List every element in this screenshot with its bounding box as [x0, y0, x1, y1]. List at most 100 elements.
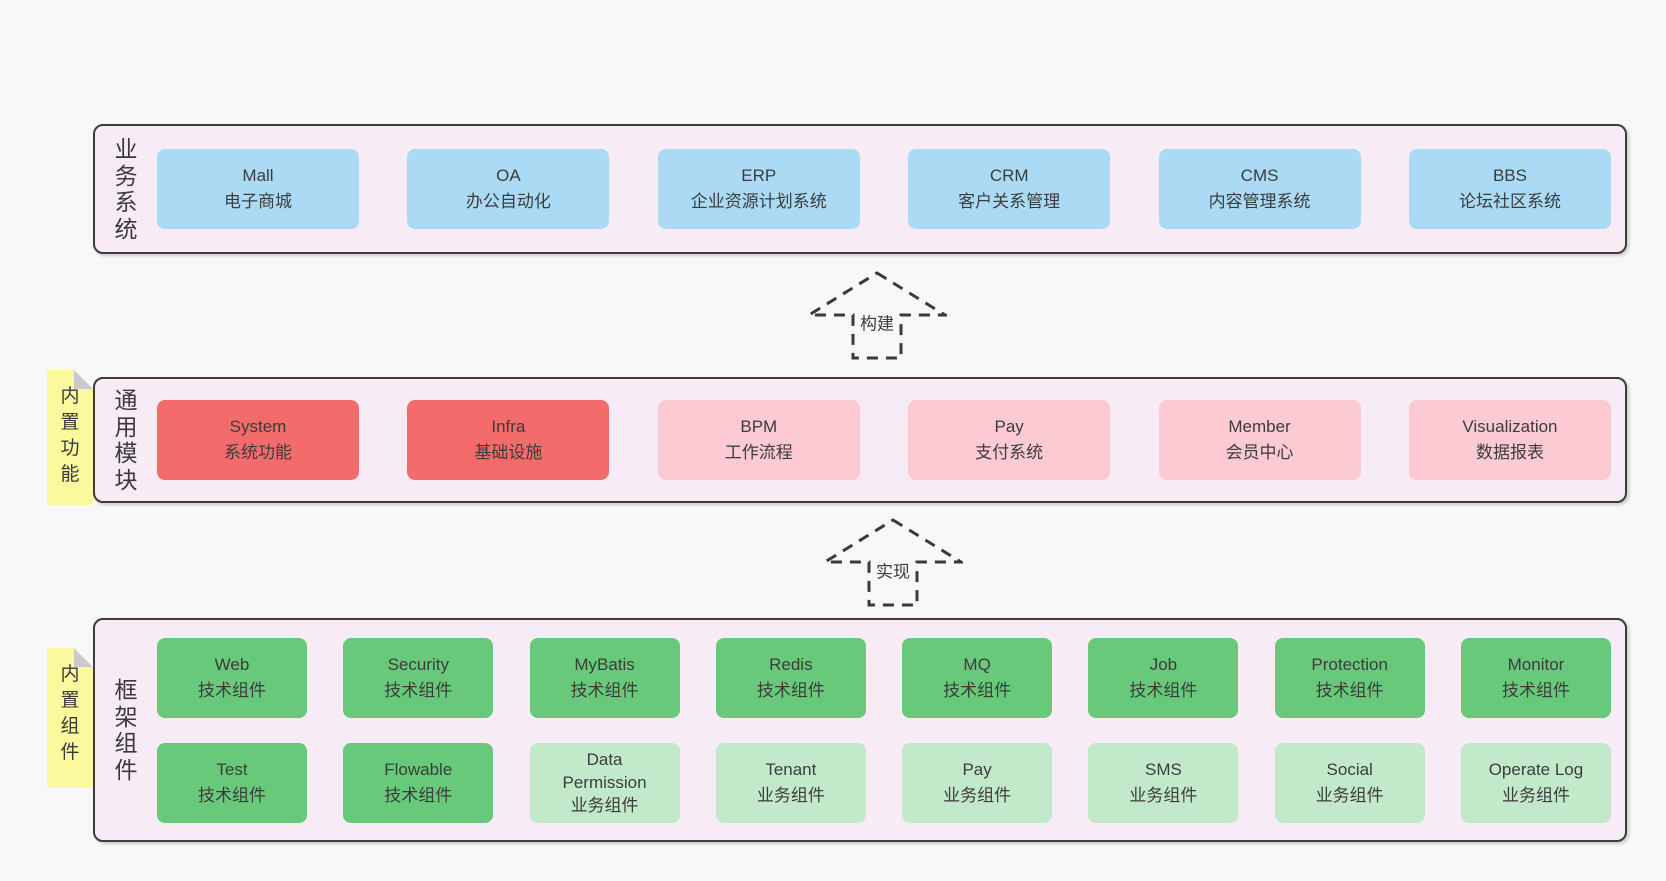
- box-title: BPM: [740, 417, 778, 436]
- box-mybatis: MyBatis 技术组件: [529, 637, 680, 718]
- box-subtitle: 会员中心: [1225, 443, 1294, 462]
- box-subtitle: 业务组件: [1501, 785, 1570, 805]
- panel-label-column: 业务系统: [95, 126, 157, 252]
- box-title: Monitor: [1507, 654, 1565, 674]
- box-crm: CRM 客户关系管理: [908, 149, 1111, 229]
- box-row: System 系统功能 Infra 基础设施 BPM 工作流程 Pay 支付系统…: [157, 400, 1611, 480]
- box-title: Security: [387, 654, 449, 674]
- panel-common-modules-content: System 系统功能 Infra 基础设施 BPM 工作流程 Pay 支付系统…: [157, 379, 1625, 501]
- box-test: Test 技术组件: [157, 742, 307, 823]
- box-mall: Mall 电子商城: [157, 149, 359, 229]
- panel-framework-components-content: Web 技术组件 Security 技术组件 MyBatis 技术组件 Redi…: [157, 620, 1625, 840]
- builtin-components-tag-label: 内置组件: [60, 664, 80, 763]
- box-title: OA: [496, 166, 521, 185]
- box-social: Social 业务组件: [1274, 742, 1425, 823]
- box-subtitle: 工作流程: [724, 443, 793, 462]
- box-subtitle: 技术组件: [570, 680, 639, 700]
- box-subtitle: 技术组件: [756, 680, 825, 700]
- box-pay-module: Pay 支付系统: [908, 400, 1111, 480]
- box-monitor: Monitor 技术组件: [1460, 637, 1611, 718]
- box-title: Web: [214, 654, 250, 674]
- box-infra: Infra 基础设施: [407, 400, 610, 480]
- box-title: MyBatis: [574, 654, 635, 674]
- box-title: Pay: [962, 759, 992, 779]
- panel-business-systems: 业务系统 Mall 电子商城 OA 办公自动化 ERP 企业资源计划系统 CRM: [93, 124, 1627, 254]
- box-subtitle: 基础设施: [474, 443, 543, 462]
- box-mq: MQ 技术组件: [902, 637, 1053, 718]
- box-security: Security 技术组件: [343, 637, 494, 718]
- panel-common-modules: 通用模块 System 系统功能 Infra 基础设施 BPM 工作流程 Pay: [93, 377, 1627, 503]
- box-subtitle: 技术组件: [198, 785, 266, 805]
- box-title: ERP: [741, 166, 777, 185]
- box-row-tech: Web 技术组件 Security 技术组件 MyBatis 技术组件 Redi…: [157, 637, 1611, 718]
- box-subtitle: 系统功能: [224, 443, 292, 462]
- panel-common-modules-label: 通用模块: [114, 387, 138, 493]
- box-subtitle: 数据报表: [1475, 443, 1544, 462]
- folded-corner-icon: [74, 648, 93, 667]
- box-title: Pay: [994, 417, 1024, 436]
- box-title: Operate Log: [1488, 759, 1584, 779]
- box-redis: Redis 技术组件: [715, 637, 866, 718]
- box-sms: SMS 业务组件: [1088, 742, 1239, 823]
- box-subtitle: 技术组件: [943, 680, 1012, 700]
- implement-arrow-icon: [823, 518, 963, 607]
- box-title: Protection: [1311, 654, 1388, 674]
- box-data-permission: Data Permission 业务组件: [529, 742, 680, 823]
- box-system: System 系统功能: [157, 400, 359, 480]
- box-subtitle: 办公自动化: [465, 192, 551, 211]
- builtin-components-tag: 内置组件: [47, 648, 93, 788]
- panel-framework-components: 框架组件 Web 技术组件 Security 技术组件 MyBatis 技术组件…: [93, 618, 1627, 842]
- box-title: Test: [216, 759, 248, 779]
- build-arrow-label: 构建: [857, 308, 897, 336]
- box-subtitle: 业务组件: [570, 796, 639, 815]
- box-oa: OA 办公自动化: [407, 149, 610, 229]
- box-operate-log: Operate Log 业务组件: [1460, 742, 1611, 823]
- box-title: CMS: [1240, 166, 1279, 185]
- panel-business-systems-content: Mall 电子商城 OA 办公自动化 ERP 企业资源计划系统 CRM 客户关系…: [157, 126, 1625, 252]
- box-title: Social: [1326, 759, 1373, 779]
- box-row: Mall 电子商城 OA 办公自动化 ERP 企业资源计划系统 CRM 客户关系…: [157, 149, 1611, 229]
- box-title: MQ: [963, 654, 991, 674]
- box-subtitle: 企业资源计划系统: [690, 192, 827, 211]
- box-row-business: Test 技术组件 Flowable 技术组件 Data Permission …: [157, 742, 1611, 823]
- box-subtitle: 内容管理系统: [1208, 192, 1311, 211]
- box-subtitle: 支付系统: [975, 443, 1044, 462]
- box-title: Infra: [491, 417, 526, 436]
- box-title: Job: [1149, 654, 1178, 674]
- box-title: Visualization: [1462, 417, 1558, 436]
- implement-arrow-label: 实现: [873, 556, 913, 584]
- box-subtitle: 技术组件: [384, 785, 453, 805]
- box-visualization: Visualization 数据报表: [1408, 400, 1611, 480]
- box-title: BBS: [1492, 166, 1527, 185]
- box-subtitle: 业务组件: [1129, 785, 1198, 805]
- box-subtitle: 论坛社区系统: [1458, 192, 1561, 211]
- folded-corner-icon: [74, 370, 93, 389]
- box-title: Tenant: [765, 759, 817, 779]
- box-title: Mall: [242, 166, 274, 185]
- panel-business-systems-label: 业务系统: [114, 136, 138, 242]
- box-cms: CMS 内容管理系统: [1158, 149, 1361, 229]
- builtin-features-tag: 内置功能: [47, 370, 93, 505]
- box-title: SMS: [1144, 759, 1182, 779]
- panel-framework-components-label: 框架组件: [114, 677, 138, 783]
- box-pay-component: Pay 业务组件: [902, 742, 1053, 823]
- box-subtitle: 技术组件: [384, 680, 453, 700]
- box-bbs: BBS 论坛社区系统: [1408, 149, 1611, 229]
- panel-label-column: 框架组件: [95, 620, 157, 840]
- box-subtitle: 业务组件: [943, 785, 1012, 805]
- box-title: Member: [1228, 417, 1291, 436]
- builtin-features-tag-label: 内置功能: [60, 386, 80, 485]
- box-member: Member 会员中心: [1158, 400, 1361, 480]
- box-title: Data Permission: [562, 750, 647, 792]
- box-subtitle: 业务组件: [756, 785, 825, 805]
- box-subtitle: 技术组件: [1315, 680, 1384, 700]
- panel-label-column: 通用模块: [95, 379, 157, 501]
- box-title: Flowable: [384, 759, 453, 779]
- box-subtitle: 业务组件: [1315, 785, 1384, 805]
- box-title: System: [229, 417, 287, 436]
- box-subtitle: 技术组件: [198, 680, 266, 700]
- box-subtitle: 技术组件: [1501, 680, 1570, 700]
- box-erp: ERP 企业资源计划系统: [657, 149, 860, 229]
- box-subtitle: 客户关系管理: [958, 192, 1061, 211]
